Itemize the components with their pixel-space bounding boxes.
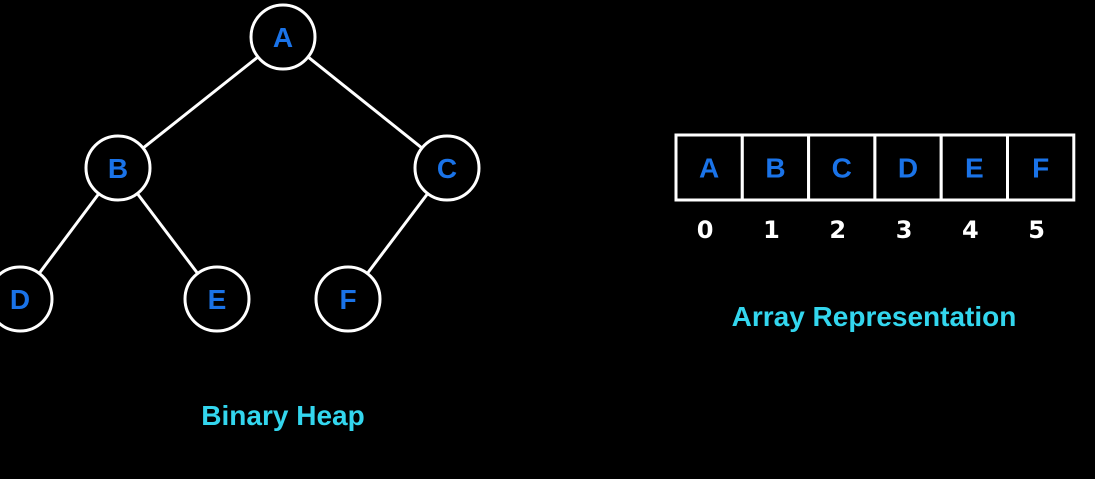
node-label: F: [339, 284, 356, 315]
edge-a-b: [142, 55, 259, 150]
node-label: E: [208, 284, 227, 315]
node-circle: [413, 134, 481, 202]
array-representation: A B C D E F 0 1 2 3 4 5: [674, 133, 1076, 244]
array-cell-label: C: [832, 153, 852, 184]
tree-node-a: A: [249, 3, 317, 71]
array-cell-0: A: [674, 133, 744, 202]
tree-node-c: C: [413, 134, 481, 202]
tree-node-f: F: [314, 265, 382, 333]
node-label: A: [273, 22, 293, 53]
edge-c-f: [366, 192, 429, 275]
edge-b-d: [37, 192, 101, 275]
array-cell-label: B: [765, 153, 785, 184]
array-cell-label: D: [898, 153, 918, 184]
node-label: B: [108, 153, 128, 184]
array-cell-1: B: [740, 133, 811, 202]
node-circle: [0, 265, 54, 333]
node-label: D: [10, 284, 30, 315]
array-cell-label: F: [1032, 153, 1049, 184]
node-label: C: [437, 153, 457, 184]
node-circle: [84, 134, 152, 202]
array-index-label: 1: [763, 216, 780, 244]
array-index-label: 3: [896, 216, 913, 244]
node-circle: [249, 3, 317, 71]
array-index-label: 0: [697, 216, 714, 244]
array-cell-5: F: [1006, 133, 1076, 202]
tree-node-b: B: [84, 134, 152, 202]
array-index-label: 5: [1028, 216, 1045, 244]
tree-nodes: A B C D E F: [0, 3, 481, 333]
node-circle: [183, 265, 251, 333]
array-representation-caption: Array Representation: [732, 301, 1017, 332]
array-index-label: 4: [962, 216, 979, 244]
tree-node-e: E: [183, 265, 251, 333]
array-cell-4: E: [939, 133, 1010, 202]
array-cell-2: C: [807, 133, 877, 202]
array-index-label: 2: [829, 216, 846, 244]
array-cell-label: A: [699, 153, 719, 184]
edge-a-c: [307, 55, 423, 150]
array-cell-label: E: [965, 153, 984, 184]
tree-node-d: D: [0, 265, 54, 333]
array-cell-3: D: [873, 133, 943, 202]
array-cell-box: [1006, 133, 1076, 202]
edge-b-e: [136, 192, 199, 275]
node-circle: [314, 265, 382, 333]
tree-edges: [37, 55, 429, 275]
array-cell-box: [873, 133, 943, 202]
binary-heap-caption: Binary Heap: [201, 400, 364, 431]
